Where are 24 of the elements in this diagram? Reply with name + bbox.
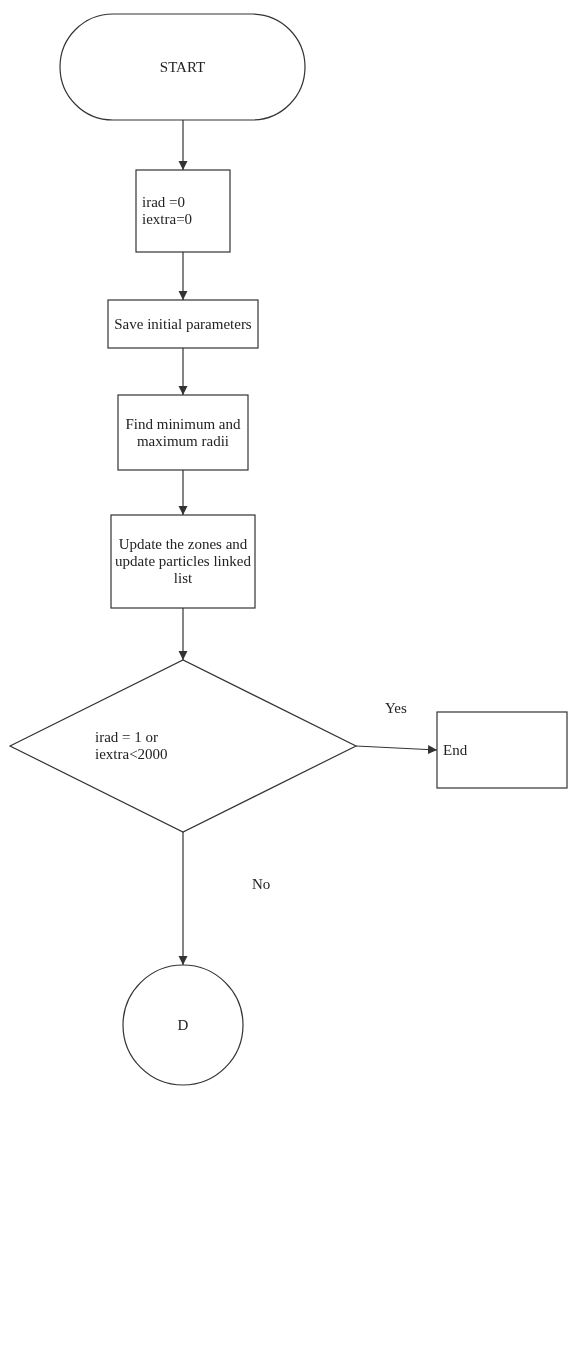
arrow xyxy=(355,745,438,755)
node-text: iextra=0 xyxy=(142,211,193,228)
arrow xyxy=(178,251,188,301)
decision-diamond xyxy=(10,660,356,832)
arrow xyxy=(178,469,188,516)
node-text: Find minimum and maximum radii xyxy=(124,415,242,450)
node-text: irad = 1 or iextra<2000 xyxy=(95,729,169,763)
process-box xyxy=(111,515,255,608)
node-text: irad =0 xyxy=(142,194,186,211)
arrow xyxy=(178,607,188,661)
node-text: End xyxy=(443,741,468,759)
arrow xyxy=(178,831,188,966)
node-text: D xyxy=(177,1016,189,1034)
process-box xyxy=(118,395,248,470)
node-text: Save initial parameters xyxy=(114,315,252,333)
terminal-shape xyxy=(60,14,305,120)
process-box xyxy=(437,712,567,788)
node-text: Update the zones and update particles linked list xyxy=(115,536,251,587)
process-box xyxy=(136,170,230,252)
arrow xyxy=(178,119,188,171)
arrow xyxy=(178,347,188,396)
node-text: START xyxy=(159,58,206,76)
connector-circle xyxy=(123,965,243,1085)
process-box xyxy=(108,300,258,348)
